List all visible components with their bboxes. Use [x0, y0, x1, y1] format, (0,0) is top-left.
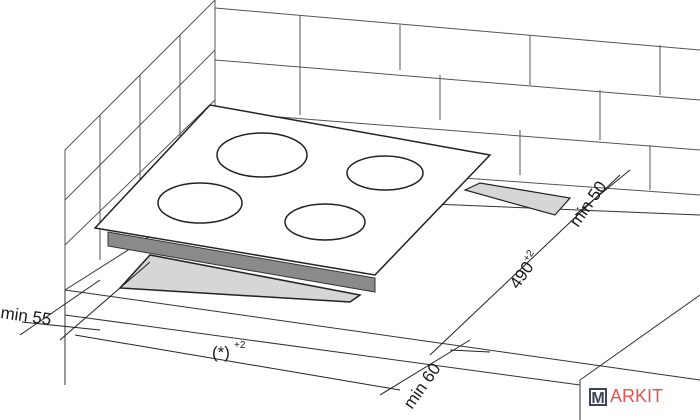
- width-label: (*): [212, 343, 230, 362]
- min-60-label: min 60: [400, 360, 445, 413]
- depth-label: 490: [506, 258, 538, 292]
- hob-top: [93, 104, 492, 276]
- watermark-logo: M ARKIT: [589, 386, 663, 407]
- dimension-lines: [19, 169, 631, 396]
- min-55-label: min 55: [0, 303, 53, 329]
- burners: [157, 132, 424, 241]
- burner-front-right: [284, 203, 366, 241]
- depth-label-group: 490+2: [505, 248, 544, 292]
- burner-back-left: [216, 132, 308, 178]
- cutout-right: [463, 182, 572, 216]
- cutout-left: [118, 254, 362, 303]
- width-tolerance: +2: [234, 340, 246, 351]
- watermark-text: ARKIT: [610, 386, 664, 406]
- burner-front-left: [157, 182, 243, 224]
- hob-side: [107, 231, 376, 293]
- burner-back-right: [346, 155, 424, 191]
- watermark-box-letter: M: [589, 387, 607, 407]
